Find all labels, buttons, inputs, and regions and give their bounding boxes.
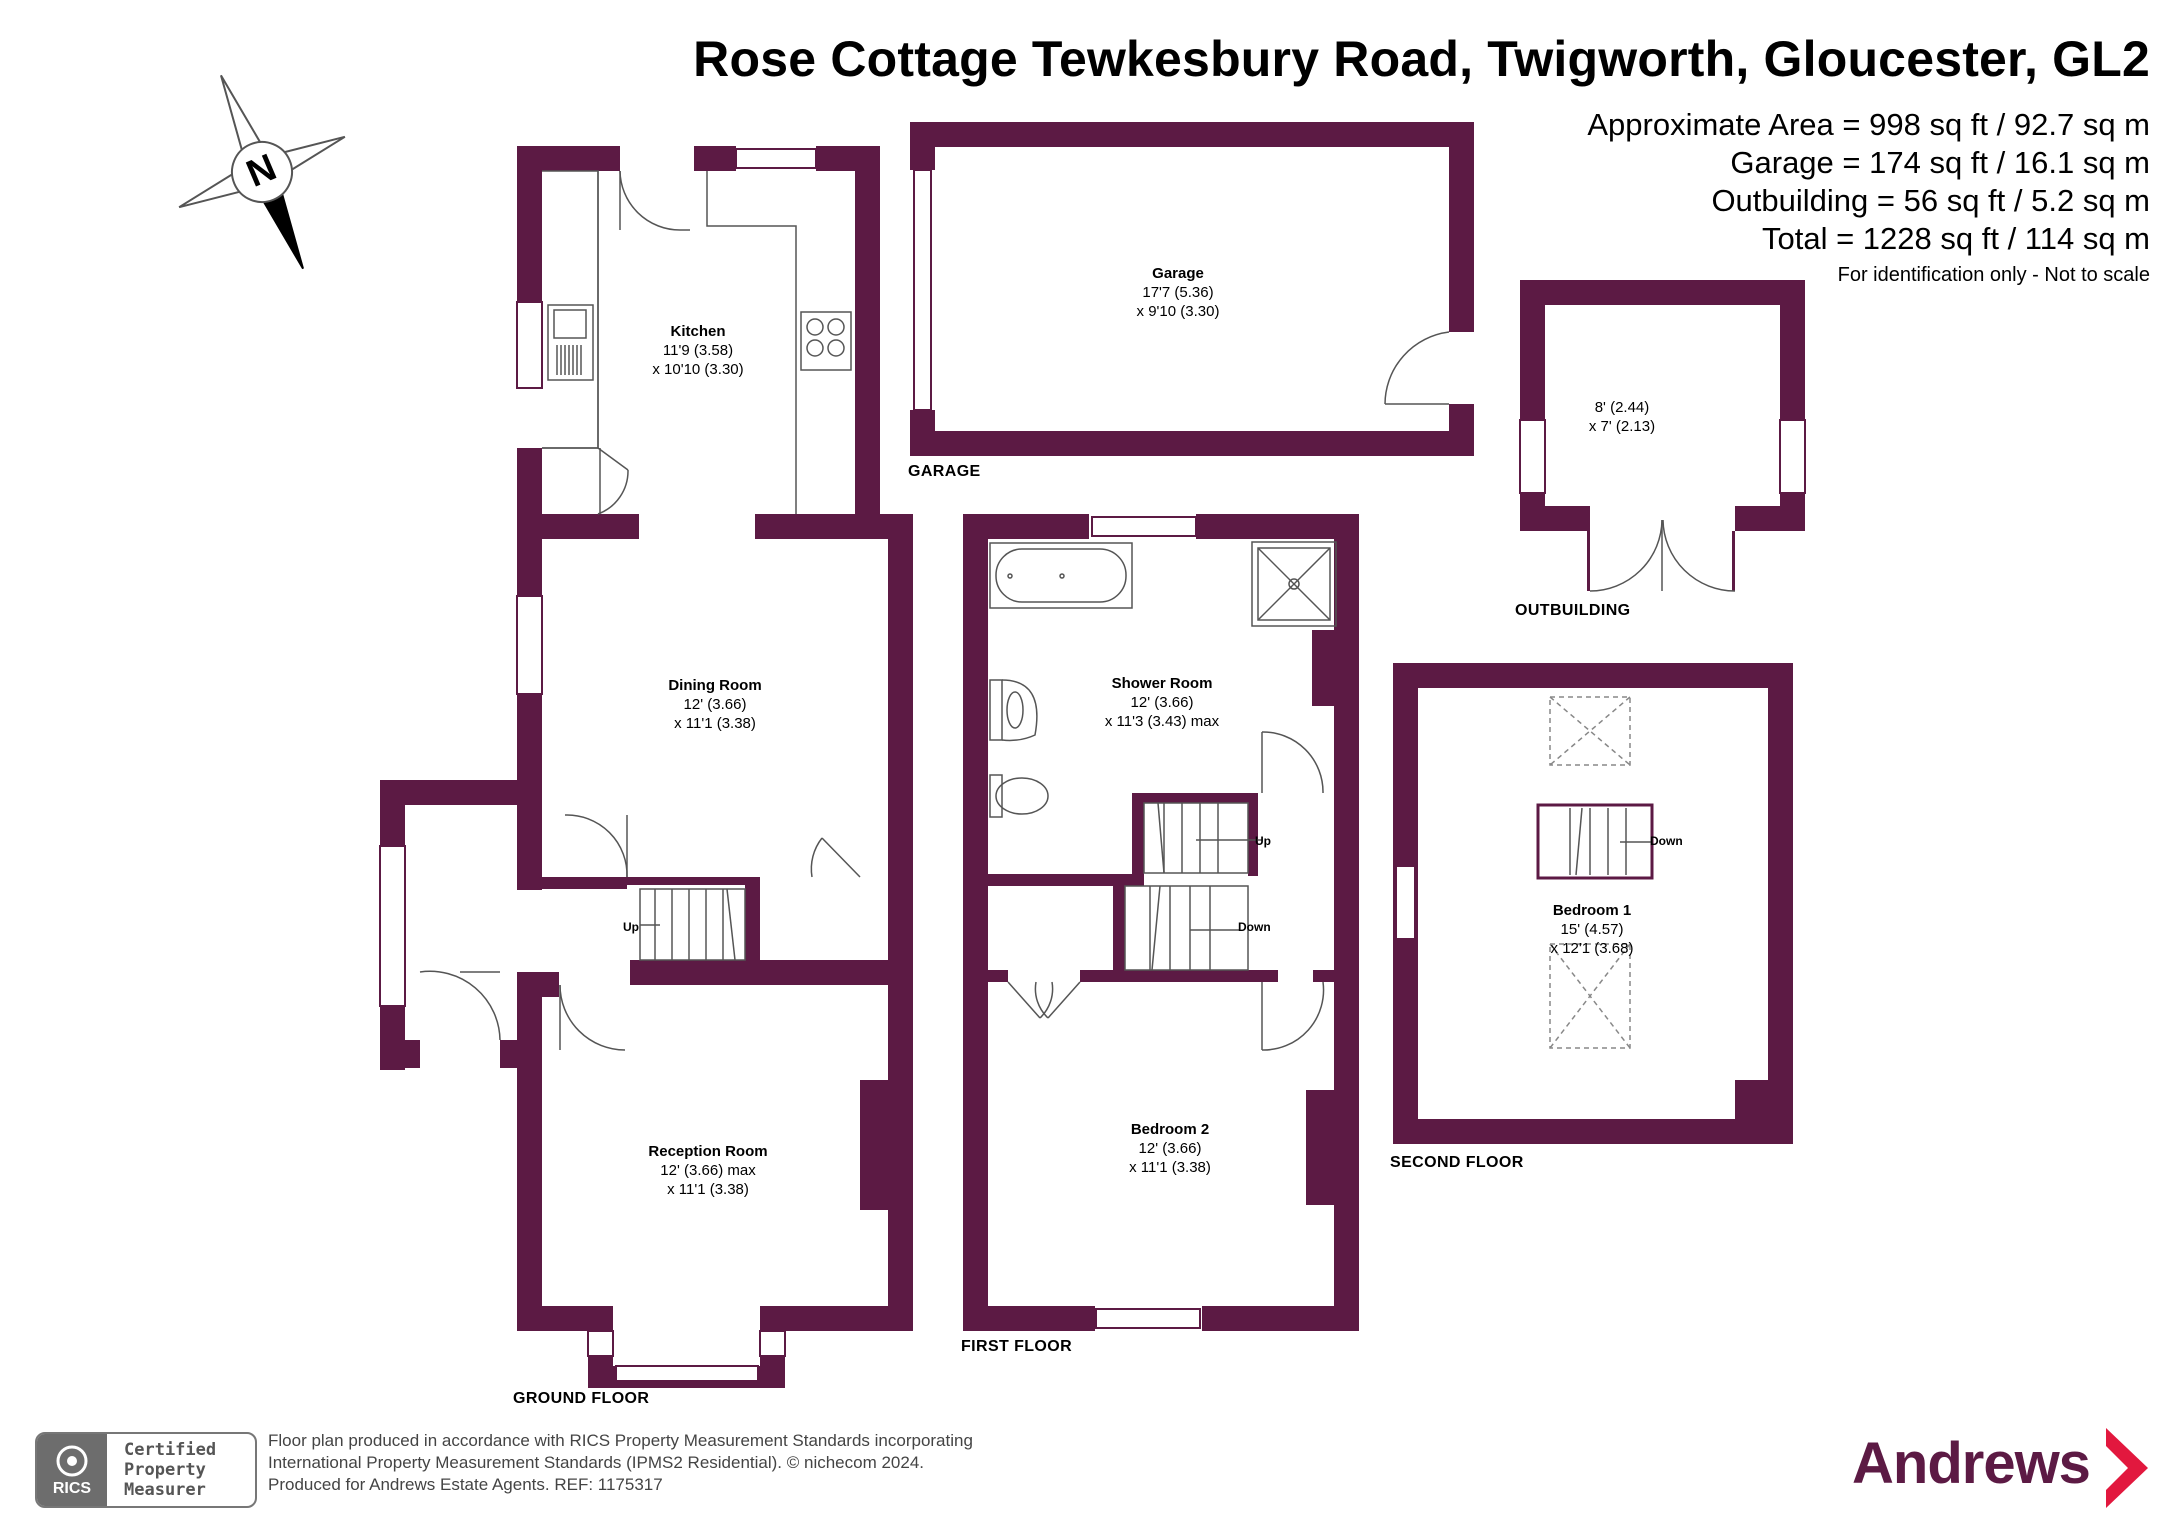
footer-line-1: Floor plan produced in accordance with R… — [268, 1431, 973, 1450]
approximate-area: Approximate Area = 998 sq ft / 92.7 sq m — [1587, 107, 2150, 142]
total-area: Total = 1228 sq ft / 114 sq m — [1761, 221, 2150, 256]
page-title: Rose Cottage Tewkesbury Road, Twigworth,… — [693, 31, 2150, 87]
room-dimension: x 11'3 (3.43) max — [1104, 713, 1220, 730]
room-dimension: x 11'1 (3.38) — [1129, 1159, 1211, 1176]
room-label-bedroom-2: Bedroom 2 12' (3.66) x 11'1 (3.38) — [1129, 1120, 1211, 1177]
room-name: Dining Room — [668, 677, 762, 694]
second-floor-plan — [1393, 663, 1793, 1144]
outbuilding-area: Outbuilding = 56 sq ft / 5.2 sq m — [1711, 183, 2150, 218]
room-dimension: x 11'1 (3.38) — [674, 715, 756, 732]
certified-property-measurer: Certified Property Measurer — [124, 1440, 216, 1500]
outbuilding-plan — [1519, 280, 1806, 591]
room-name: Garage — [1152, 265, 1204, 282]
garage-area: Garage = 174 sq ft / 16.1 sq m — [1730, 145, 2150, 180]
room-dimension: 8' (2.44) — [1594, 399, 1650, 416]
room-dimension: 15' (4.57) — [1560, 921, 1624, 938]
stair-label-first-down: Down — [1238, 920, 1271, 934]
stair-label-ground-up: Up — [623, 920, 639, 934]
room-dimension: x 10'10 (3.30) — [652, 361, 744, 378]
floor-label-outbuilding: OUTBUILDING — [1515, 602, 1631, 619]
rics-label: RICS — [52, 1480, 92, 1497]
stair-label-first-up: Up — [1255, 834, 1271, 848]
andrews-brand-name: Andrews — [1852, 1431, 2091, 1496]
disclaimer: For identification only - Not to scale — [1837, 264, 2150, 286]
footer-notes: Floor plan produced in accordance with R… — [268, 1430, 973, 1496]
room-label-outbuilding: 8' (2.44) x 7' (2.13) — [1589, 398, 1655, 436]
andrews-logo-icon — [2106, 1428, 2148, 1508]
floor-label-second: SECOND FLOOR — [1390, 1154, 1524, 1171]
room-dimension: x 12'1 (3.68) — [1550, 940, 1634, 957]
room-name: Kitchen — [670, 323, 726, 340]
room-name: Reception Room — [648, 1143, 768, 1160]
room-name: Bedroom 2 — [1130, 1121, 1210, 1138]
garage-plan — [910, 122, 1474, 456]
floor-label-garage: GARAGE — [908, 463, 981, 480]
room-dimension: 12' (3.66) max — [660, 1162, 756, 1179]
footer-line-2: International Property Measurement Stand… — [268, 1453, 925, 1472]
stair-label-second-down: Down — [1650, 834, 1683, 848]
room-label-bedroom-1: Bedroom 1 15' (4.57) x 12'1 (3.68) — [1551, 901, 1634, 958]
room-label-reception: Reception Room 12' (3.66) max x 11'1 (3.… — [648, 1142, 767, 1199]
rics-lion-icon — [56, 1445, 88, 1477]
area-summary: Approximate Area = 998 sq ft / 92.7 sq m… — [1587, 106, 2150, 290]
room-dimension: 17'7 (5.36) — [1142, 284, 1214, 301]
ground-floor-plan — [379, 146, 913, 1388]
floor-label-ground: GROUND FLOOR — [513, 1390, 650, 1407]
room-label-shower: Shower Room 12' (3.66) x 11'3 (3.43) max — [1105, 674, 1219, 731]
room-label-dining: Dining Room 12' (3.66) x 11'1 (3.38) — [668, 676, 761, 733]
room-label-garage: Garage 17'7 (5.36) x 9'10 (3.30) — [1137, 264, 1220, 321]
rics-certified-badge: RICS Certified Property Measurer — [35, 1432, 257, 1508]
floor-label-first: FIRST FLOOR — [961, 1338, 1073, 1355]
rics-logo: RICS — [37, 1434, 107, 1506]
room-dimension: 12' (3.66) — [1138, 1140, 1202, 1157]
room-dimension: x 7' (2.13) — [1588, 418, 1656, 435]
room-dimension: 12' (3.66) — [683, 696, 747, 713]
badge-line: Property — [124, 1460, 206, 1480]
room-dimension: 11'9 (3.58) — [662, 342, 734, 359]
compass-rose-icon — [178, 74, 346, 270]
badge-line: Certified — [124, 1440, 217, 1460]
room-dimension: x 9'10 (3.30) — [1136, 303, 1220, 320]
room-dimension: x 11'1 (3.38) — [667, 1181, 749, 1198]
room-label-kitchen: Kitchen 11'9 (3.58) x 10'10 (3.30) — [652, 322, 743, 379]
first-floor-plan — [963, 514, 1359, 1331]
room-name: Bedroom 1 — [1552, 902, 1632, 919]
footer-line-3: Produced for Andrews Estate Agents. REF:… — [268, 1475, 663, 1494]
room-dimension: 12' (3.66) — [1130, 694, 1194, 711]
room-name: Shower Room — [1111, 675, 1213, 692]
badge-line: Measurer — [124, 1480, 206, 1500]
